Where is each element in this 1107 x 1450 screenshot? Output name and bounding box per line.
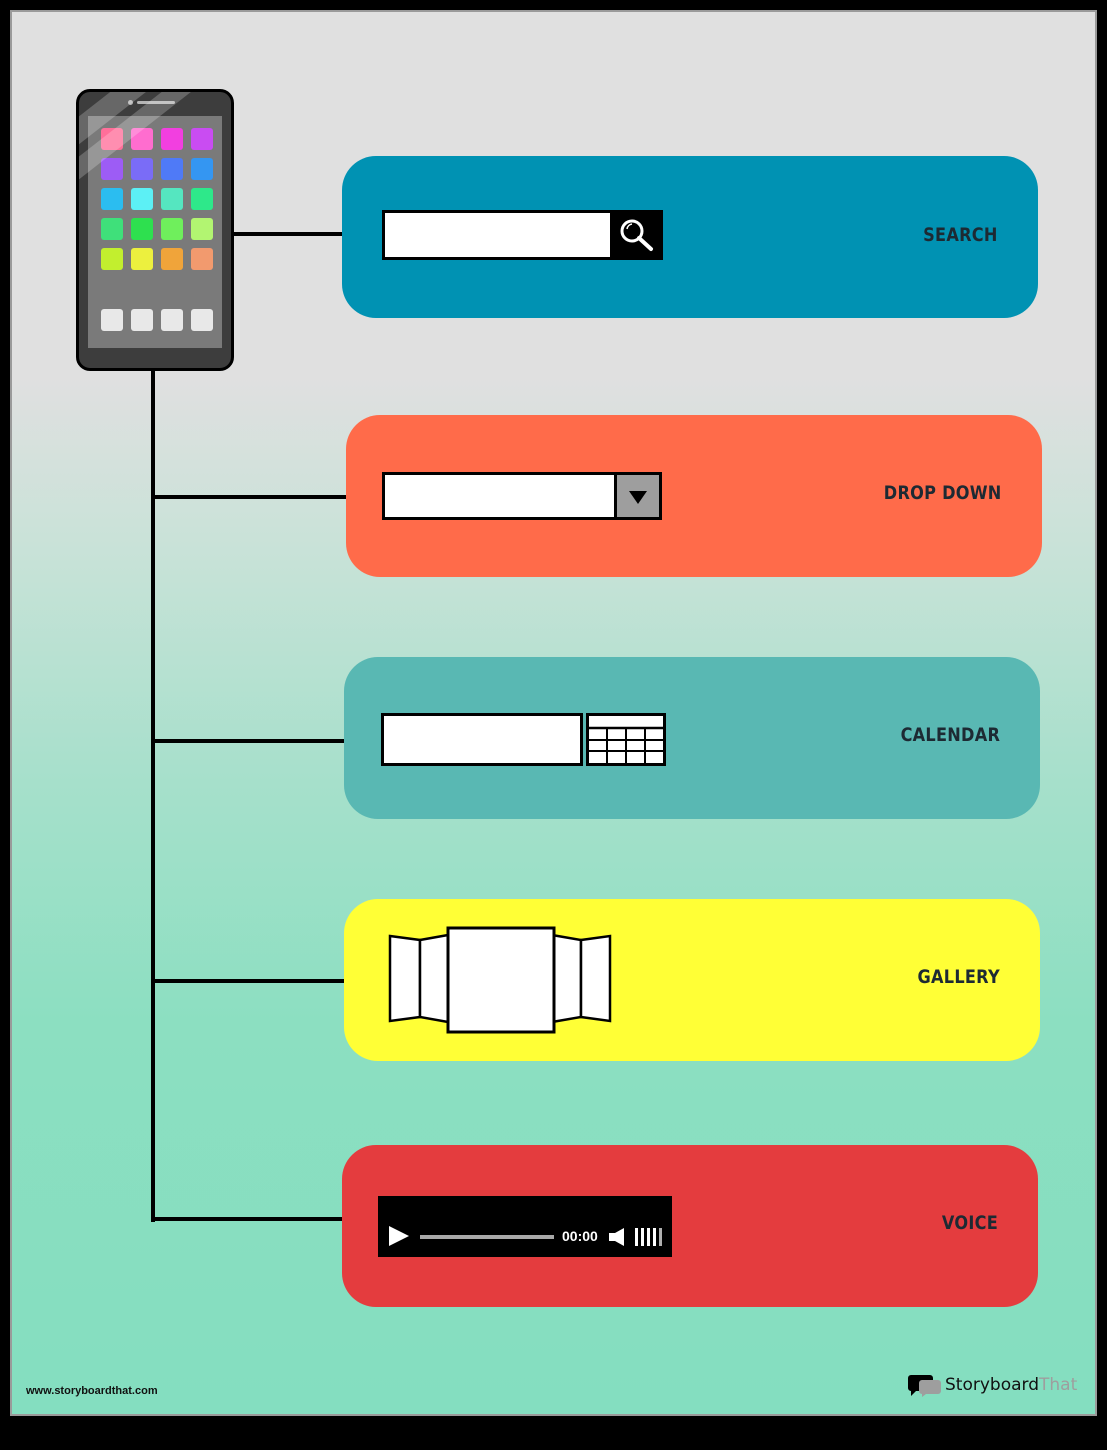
connector-search [232, 232, 344, 236]
search-input[interactable] [382, 210, 614, 260]
app-icon[interactable] [101, 218, 123, 240]
app-icon[interactable] [131, 188, 153, 210]
app-icon[interactable] [161, 248, 183, 270]
app-icon[interactable] [131, 128, 153, 150]
app-icon[interactable] [161, 188, 183, 210]
app-icon[interactable] [131, 158, 153, 180]
connector-trunk [151, 370, 155, 1222]
calendar-grid-icon [589, 726, 663, 763]
connector-gallery [151, 979, 345, 983]
search-button[interactable] [610, 210, 663, 260]
app-icon[interactable] [191, 158, 213, 180]
app-icon[interactable] [191, 248, 213, 270]
app-icon[interactable] [191, 188, 213, 210]
phone-speaker [137, 101, 175, 104]
app-icon[interactable] [101, 188, 123, 210]
dock-icon[interactable] [131, 309, 153, 331]
app-icon[interactable] [101, 248, 123, 270]
dock-icon[interactable] [101, 309, 123, 331]
progress-track[interactable] [420, 1235, 554, 1239]
playback-time: 00:00 [562, 1228, 598, 1244]
card-label-voice: VOICE [941, 1212, 998, 1234]
app-icon[interactable] [191, 128, 213, 150]
dock-icon[interactable] [161, 309, 183, 331]
connector-calendar [151, 739, 345, 743]
smartphone-icon [76, 89, 234, 371]
magnifier-icon [620, 219, 653, 251]
dock-icon[interactable] [191, 309, 213, 331]
app-icon[interactable] [131, 218, 153, 240]
phone-screen [88, 116, 222, 348]
calendar-picker-button[interactable] [586, 713, 666, 766]
card-label-dropdown: DROP DOWN [884, 482, 1002, 504]
play-icon[interactable] [388, 1225, 410, 1247]
date-input[interactable] [381, 713, 583, 766]
volume-icon[interactable] [609, 1228, 625, 1246]
card-label-gallery: GALLERY [917, 966, 1000, 988]
app-icon[interactable] [161, 128, 183, 150]
card-dropdown: DROP DOWN [346, 415, 1042, 577]
dropdown-input[interactable] [382, 472, 618, 520]
app-icon[interactable] [191, 218, 213, 240]
brand-name-part2: That [1039, 1375, 1078, 1395]
brand-name-part1: Storyboard [945, 1375, 1039, 1395]
card-gallery: GALLERY [344, 899, 1040, 1061]
card-label-calendar: CALENDAR [900, 724, 1000, 746]
card-voice: 00:00 VOICE [342, 1145, 1038, 1307]
camera-dot [128, 100, 133, 105]
connector-dropdown [151, 495, 347, 499]
gallery-cards-icon[interactable] [388, 925, 614, 1035]
app-icon[interactable] [131, 248, 153, 270]
card-calendar: CALENDAR [344, 657, 1040, 819]
app-icon[interactable] [161, 218, 183, 240]
volume-level-bars[interactable] [635, 1228, 663, 1246]
card-search: SEARCH [342, 156, 1038, 318]
audio-player: 00:00 [378, 1196, 672, 1257]
triangle-down-icon [629, 491, 647, 504]
app-icon[interactable] [101, 128, 123, 150]
speech-bubbles-icon [908, 1375, 941, 1397]
card-label-search: SEARCH [923, 224, 998, 246]
connector-voice [151, 1217, 343, 1221]
dropdown-toggle-button[interactable] [614, 472, 662, 520]
app-icon[interactable] [101, 158, 123, 180]
app-icon[interactable] [161, 158, 183, 180]
footer-url[interactable]: www.storyboardthat.com [26, 1385, 158, 1397]
